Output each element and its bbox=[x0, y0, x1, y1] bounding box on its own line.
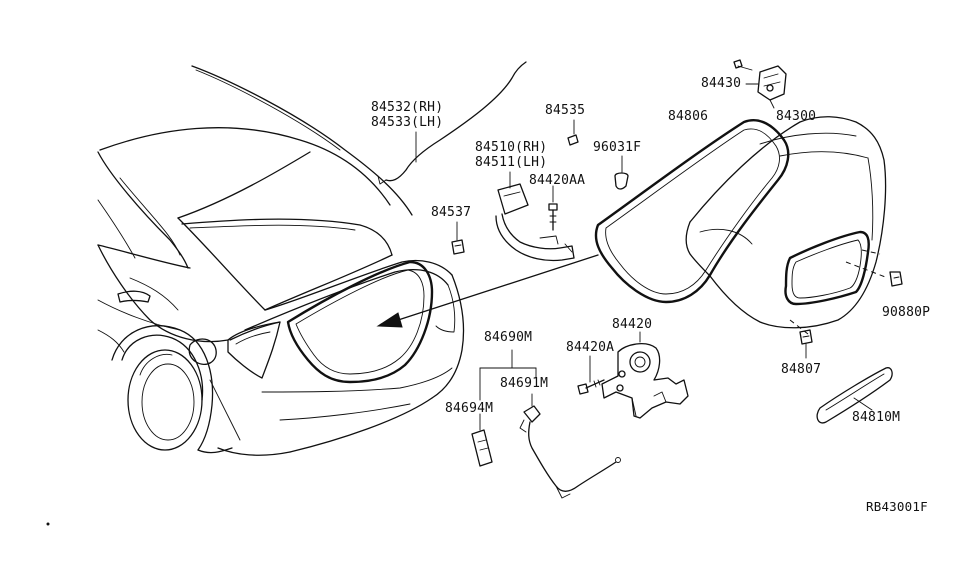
bolt-84420aa-illustration bbox=[548, 185, 558, 231]
trunk-latch-84420-illustration bbox=[577, 331, 689, 419]
label-84810m: 84810M bbox=[852, 410, 901, 425]
diagram-reference-code: RB43001F bbox=[866, 499, 928, 514]
label-84510-rh: 84510(RH) bbox=[475, 140, 548, 155]
trunk-torsion-bar-illustration bbox=[377, 61, 527, 185]
clip-84535-illustration bbox=[567, 119, 579, 146]
label-84420: 84420 bbox=[612, 317, 653, 332]
label-90880p: 90880P bbox=[882, 305, 931, 320]
trunk-lock-84430-illustration bbox=[733, 59, 787, 109]
label-84537: 84537 bbox=[431, 205, 472, 220]
trunk-lid-hinge-illustration bbox=[495, 171, 575, 262]
clip-84537-illustration bbox=[451, 221, 465, 255]
label-84420aa: 84420AA bbox=[529, 173, 586, 188]
label-84694m: 84694M bbox=[445, 401, 494, 416]
label-84690m: 84690M bbox=[484, 330, 533, 345]
label-84420a: 84420A bbox=[566, 340, 615, 355]
label-84533-lh: 84533(LH) bbox=[371, 115, 444, 130]
bumper-96031f-illustration bbox=[614, 155, 629, 190]
label-96031f: 96031F bbox=[593, 140, 642, 155]
label-84532-rh: 84532(RH) bbox=[371, 100, 444, 115]
label-84806: 84806 bbox=[668, 109, 709, 124]
label-84691m: 84691M bbox=[500, 376, 549, 391]
label-84535: 84535 bbox=[545, 103, 586, 118]
car-body-illustration bbox=[97, 65, 465, 456]
grommet-90880p-illustration bbox=[889, 271, 903, 287]
label-84300: 84300 bbox=[776, 109, 817, 124]
clip-84807-illustration bbox=[799, 329, 813, 359]
label-84511-lh: 84511(LH) bbox=[475, 155, 548, 170]
trunk-lid-illustration bbox=[594, 116, 889, 335]
label-84807: 84807 bbox=[781, 362, 822, 377]
trunk-opener-cable-illustration bbox=[471, 349, 621, 499]
label-84430: 84430 bbox=[701, 76, 742, 91]
install-arrow bbox=[376, 254, 599, 328]
trunk-finisher-84810m-illustration bbox=[816, 367, 893, 424]
